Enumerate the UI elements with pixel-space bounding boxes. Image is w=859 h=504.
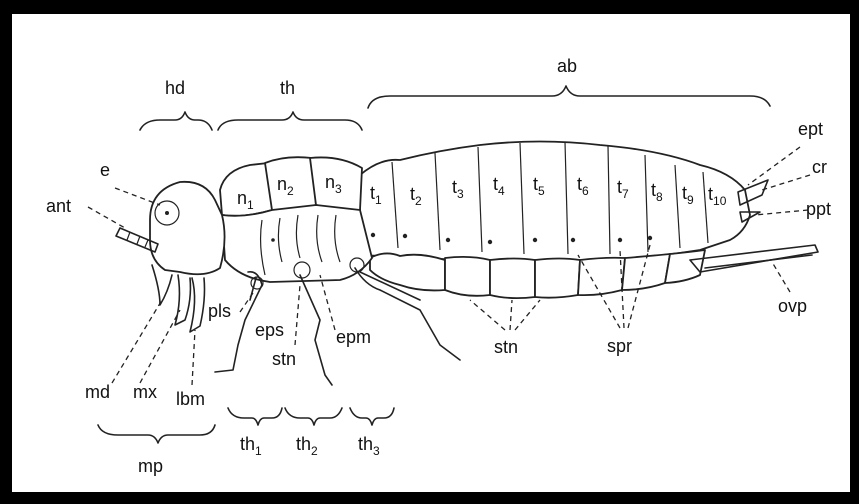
bracket-th2	[285, 408, 342, 425]
bracket-th3	[350, 408, 394, 425]
bracket-th	[218, 112, 362, 130]
label-mouthparts: mp	[138, 456, 163, 476]
head	[150, 182, 225, 274]
label-head: hd	[165, 78, 185, 98]
label-episternum: eps	[255, 320, 284, 340]
label-th3: th3	[358, 434, 380, 458]
abdomen-sternites	[370, 253, 445, 290]
label-paraproct: ppt	[806, 199, 831, 219]
label-abdomen: ab	[557, 56, 577, 76]
label-antenna: ant	[46, 196, 71, 216]
label-eye: e	[100, 160, 110, 180]
label-epiproct: ept	[798, 119, 823, 139]
label-sternum-abdomen: stn	[494, 337, 518, 357]
label-cercus: cr	[812, 157, 827, 177]
labium	[190, 278, 205, 332]
label-thorax: th	[280, 78, 295, 98]
bracket-ab	[368, 86, 770, 108]
label-labium: lbm	[176, 389, 205, 409]
label-maxilla: mx	[133, 382, 157, 402]
label-th1: th1	[240, 434, 262, 458]
bracket-hd	[140, 112, 212, 130]
label-th2: th2	[296, 434, 318, 458]
maxilla	[175, 275, 190, 325]
label-epimeron: epm	[336, 327, 371, 347]
label-spiracle: spr	[607, 336, 632, 356]
bracket-mp	[98, 425, 215, 443]
bracket-th1	[228, 408, 282, 425]
label-sternum-thorax: stn	[272, 349, 296, 369]
label-pleuron: pls	[208, 301, 231, 321]
label-mandible: md	[85, 382, 110, 402]
label-ovipositor: ovp	[778, 296, 807, 316]
